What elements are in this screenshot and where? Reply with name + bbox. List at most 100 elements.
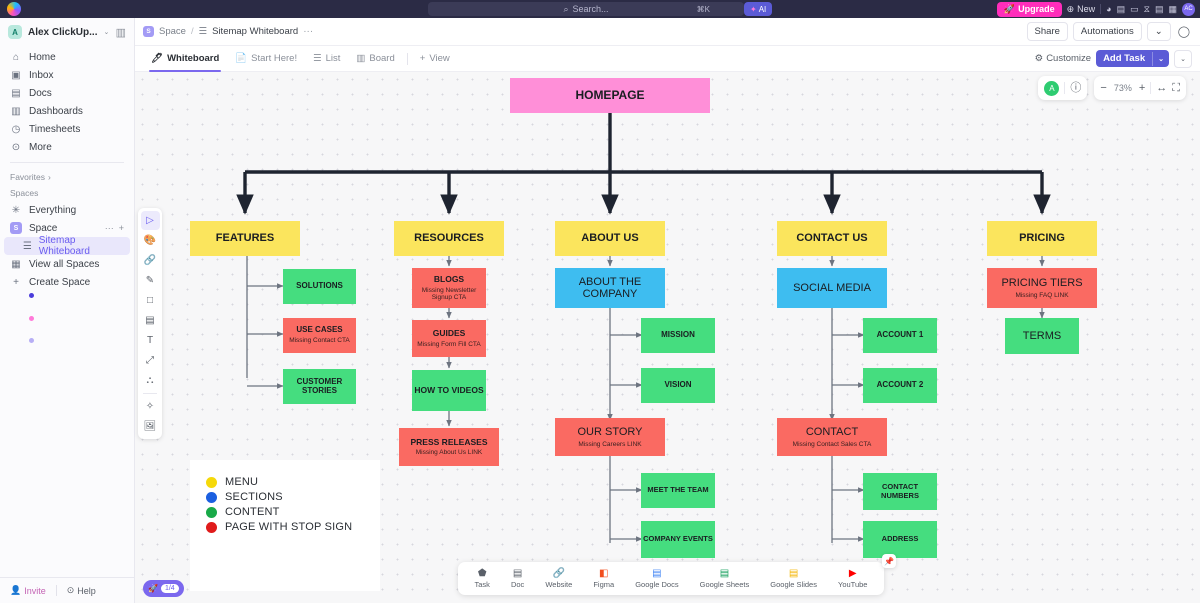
timer-icon[interactable]: ⧖	[1143, 3, 1150, 14]
new-button[interactable]: ⊕ New	[1067, 4, 1096, 15]
sidebar-item-create-space[interactable]: + Create Space	[0, 273, 134, 291]
zoom-in-button[interactable]: +	[1138, 81, 1146, 94]
sitemap-node-resources[interactable]: RESOURCES	[394, 221, 504, 256]
automations-chevron-button[interactable]: ⌄	[1146, 22, 1171, 41]
sitemap-node-account-1[interactable]: ACCOUNT 1	[863, 318, 937, 353]
check-circle-icon[interactable]: ◕	[1106, 3, 1112, 14]
sitemap-node-press-releases[interactable]: PRESS RELEASES Missing About Us LINK	[399, 428, 499, 466]
sitemap-node-about-the-company[interactable]: ABOUT THE COMPANY	[555, 268, 665, 308]
add-task-button[interactable]: Add Task ⌄	[1096, 50, 1169, 67]
sitemap-node-meet-the-team[interactable]: MEET THE TEAM	[641, 473, 715, 508]
dock-item-youtube[interactable]: ▶ YouTube	[838, 568, 867, 589]
ai-button[interactable]: ✦ AI	[744, 2, 773, 16]
sitemap-node-guides[interactable]: GUIDES Missing Form Fill CTA	[412, 320, 486, 357]
sitemap-node-contact-us[interactable]: CONTACT US	[777, 221, 887, 256]
sitemap-node-social-media[interactable]: SOCIAL MEDIA	[777, 268, 887, 308]
sitemap-node-homepage[interactable]: HOMEPAGE	[510, 78, 710, 113]
palette-color-dot-2[interactable]	[29, 316, 34, 321]
sitemap-node-contact[interactable]: CONTACT Missing Contact Sales CTA	[777, 418, 887, 456]
sitemap-node-address[interactable]: ADDRESS	[863, 521, 937, 558]
share-button[interactable]: Share	[1026, 22, 1068, 41]
avatar[interactable]: AC	[1182, 2, 1195, 16]
tab-whiteboard[interactable]: 🖊 Whiteboard	[143, 46, 227, 72]
sidebar-item-inbox[interactable]: ▣ Inbox	[0, 66, 134, 84]
collaborator-avatar[interactable]: A	[1044, 80, 1060, 96]
dock-item-task[interactable]: ⬟ Task	[475, 568, 490, 589]
fit-width-icon[interactable]: ↔	[1156, 81, 1168, 94]
dock-item-figma[interactable]: ◧ Figma	[593, 568, 614, 589]
sidebar-item-view-all-spaces[interactable]: ▦ View all Spaces	[0, 255, 134, 273]
video-icon[interactable]: ▭	[1130, 3, 1139, 14]
sitemap-node-contact-numbers[interactable]: CONTACT NUMBERS	[863, 473, 937, 510]
sidebar-item-dashboards[interactable]: ▥ Dashboards	[0, 102, 134, 120]
sitemap-node-about-us[interactable]: ABOUT US	[555, 221, 665, 256]
sitemap-node-pricing-tiers[interactable]: PRICING TIERS Missing FAQ LINK	[987, 268, 1097, 308]
upgrade-button[interactable]: 🚀 Upgrade	[996, 1, 1062, 17]
workspace-switcher[interactable]: A Alex ClickUp... ⌄ ▥	[0, 18, 134, 46]
sidebar-item-timesheets[interactable]: ◷ Timesheets	[0, 120, 134, 138]
pen-icon[interactable]: ✎	[145, 275, 155, 286]
sidebar-item-sitemap-whiteboard[interactable]: ☰ Sitemap Whiteboard	[4, 235, 130, 257]
space-more-icon[interactable]: ···	[104, 223, 114, 233]
help-button[interactable]: ⊙ Help	[67, 585, 96, 596]
dock-item-website[interactable]: 🔗 Website	[545, 568, 572, 589]
sitemap-node-features[interactable]: FEATURES	[190, 221, 300, 256]
dock-item-doc[interactable]: ▤ Doc	[511, 568, 524, 589]
chevron-down-icon[interactable]: ⌄	[1152, 51, 1169, 66]
zoom-out-button[interactable]: −	[1100, 81, 1107, 94]
magic-wand-icon[interactable]: ✧	[145, 401, 155, 412]
onboarding-progress-badge[interactable]: 🚀 1/4	[143, 580, 184, 597]
text-icon[interactable]: T	[146, 335, 154, 346]
sidebar-item-more[interactable]: ⊙ More	[0, 138, 134, 156]
fullscreen-icon[interactable]: ⛶	[1172, 81, 1180, 94]
info-icon[interactable]: ⓘ	[1070, 81, 1082, 94]
sidebar-toggle-icon[interactable]: ▥	[115, 26, 126, 39]
link-icon[interactable]: 🔗	[143, 255, 157, 266]
ai-palette-icon[interactable]: 🎨	[143, 235, 157, 246]
sitemap-node-customer-stories[interactable]: CUSTOMER STORIES	[283, 369, 356, 404]
dock-item-google-docs[interactable]: ▤ Google Docs	[635, 568, 678, 589]
whiteboard-canvas[interactable]: HOMEPAGE FEATURES SOLUTIONS USE CASES Mi…	[135, 72, 1200, 603]
image-icon[interactable]: 🖼	[143, 421, 157, 432]
breadcrumb-more-icon[interactable]: ···	[303, 26, 314, 37]
sidebar-item-home[interactable]: ⌂ Home	[0, 48, 134, 66]
sitemap-node-pricing[interactable]: PRICING	[987, 221, 1097, 256]
archive-icon[interactable]: ▤	[1116, 3, 1126, 14]
invite-button[interactable]: 👤 Invite	[10, 585, 46, 596]
tab-board[interactable]: ▥ Board	[348, 46, 402, 72]
palette-color-dot-3[interactable]	[29, 338, 34, 343]
cursor-select-icon[interactable]: ▷	[140, 211, 160, 230]
space-add-icon[interactable]: +	[118, 223, 124, 233]
breadcrumb-space[interactable]: Space	[159, 26, 186, 37]
apps-grid-icon[interactable]: ▦	[1168, 3, 1177, 14]
customize-button[interactable]: ⚙ Customize	[1035, 53, 1091, 64]
sitemap-node-blogs[interactable]: BLOGS Missing Newsletter Signup CTA	[412, 268, 486, 308]
sitemap-node-terms[interactable]: TERMS	[1005, 318, 1079, 354]
zoom-level[interactable]: 73%	[1113, 83, 1132, 93]
sidebar-item-space[interactable]: S Space ··· +	[0, 219, 134, 237]
sitemap-node-vision[interactable]: VISION	[641, 368, 715, 403]
sitemap-node-mission[interactable]: MISSION	[641, 318, 715, 353]
automations-button[interactable]: Automations	[1072, 22, 1142, 41]
sticky-note-icon[interactable]: ▤	[145, 315, 155, 326]
favorites-header[interactable]: Favorites ›	[0, 169, 134, 185]
add-view-button[interactable]: + View	[412, 46, 458, 72]
tab-start-here[interactable]: 📄 Start Here!	[227, 46, 305, 72]
sidebar-item-docs[interactable]: ▤ Docs	[0, 84, 134, 102]
palette-color-dot-1[interactable]	[29, 293, 34, 298]
sitemap-node-our-story[interactable]: OUR STORY Missing Careers LINK	[555, 418, 665, 456]
clickup-logo-icon[interactable]	[7, 2, 21, 16]
sidebar-item-everything[interactable]: ✳ Everything	[0, 201, 134, 219]
dock-item-google-sheets[interactable]: ▤ Google Sheets	[700, 568, 750, 589]
mindmap-icon[interactable]: ⛬	[146, 375, 154, 386]
more-options-button[interactable]: ⌄	[1174, 49, 1192, 68]
sitemap-node-solutions[interactable]: SOLUTIONS	[283, 269, 356, 304]
sitemap-node-use-cases[interactable]: USE CASES Missing Contact CTA	[283, 318, 356, 353]
doc-icon[interactable]: ▤	[1154, 3, 1164, 14]
pin-icon[interactable]: 📌	[882, 554, 896, 568]
comment-icon[interactable]: ◯	[1177, 26, 1190, 38]
shape-square-icon[interactable]: □	[146, 295, 154, 306]
sitemap-node-account-2[interactable]: ACCOUNT 2	[863, 368, 937, 403]
dock-item-google-slides[interactable]: ▤ Google Slides	[770, 568, 817, 589]
sitemap-node-how-to-videos[interactable]: HOW TO VIDEOS	[412, 370, 486, 411]
